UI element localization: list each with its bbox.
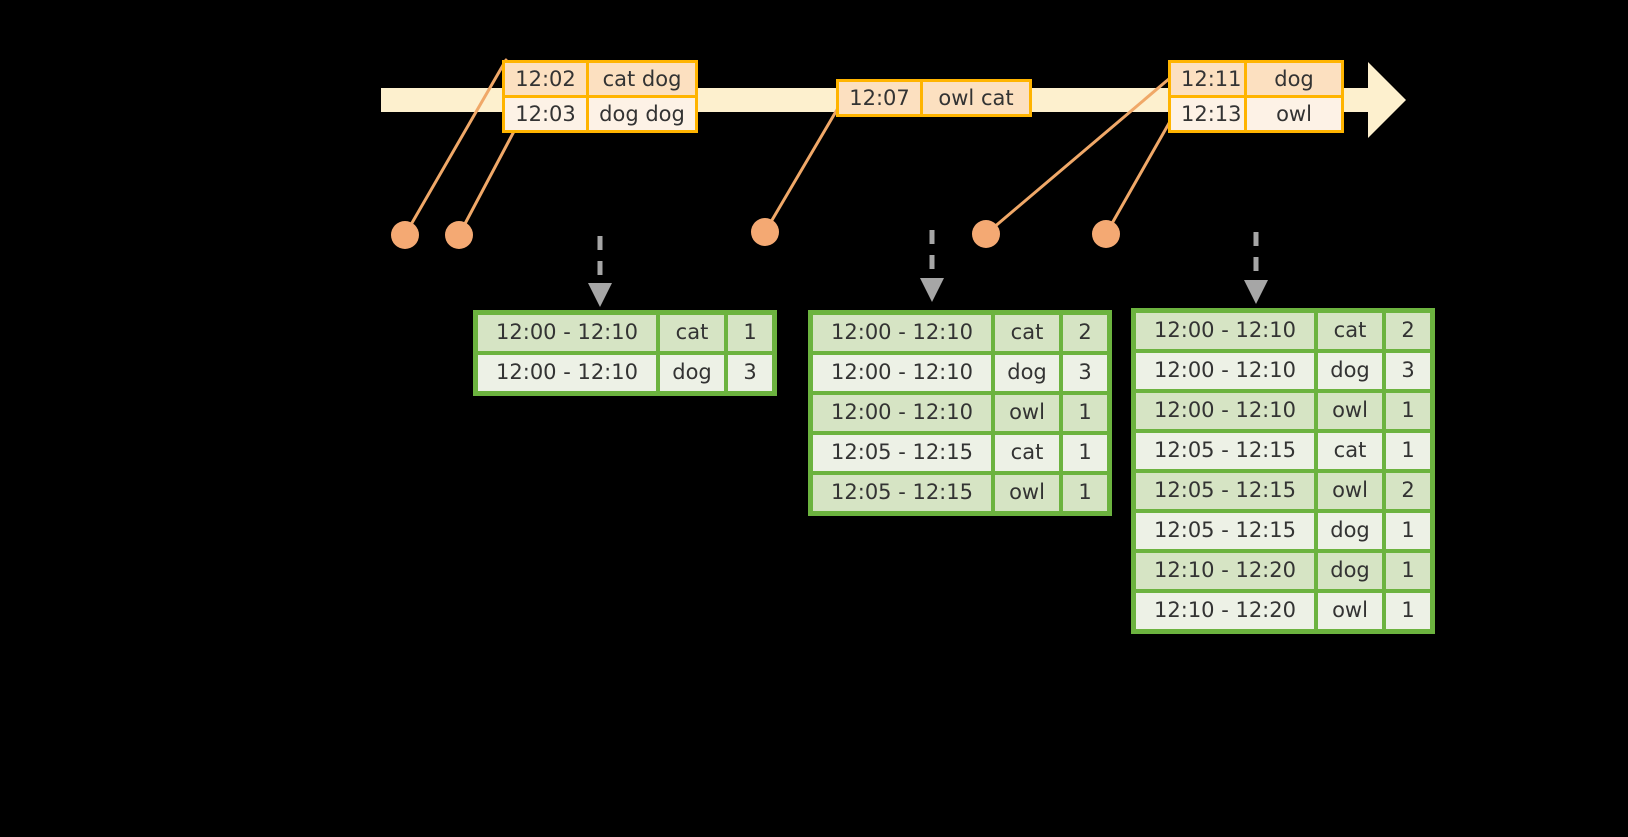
event-row[interactable]: 12:07 owl cat (839, 82, 1029, 114)
cell-window: 12:00 - 12:10 (813, 315, 991, 351)
cell-count: 3 (1063, 355, 1107, 391)
cell-window: 12:05 - 12:15 (1136, 433, 1314, 469)
cell-word: cat (660, 315, 724, 351)
cell-word: owl (1318, 593, 1382, 629)
event-time: 12:07 (839, 82, 923, 114)
event-words: dog dog (589, 98, 695, 130)
cell-count: 3 (728, 355, 772, 391)
cell-count: 2 (1386, 313, 1430, 349)
cell-window: 12:00 - 12:10 (478, 355, 656, 391)
cell-window: 12:10 - 12:20 (1136, 593, 1314, 629)
cell-word: dog (660, 355, 724, 391)
emit-arrow-1 (588, 236, 612, 307)
cell-count: 1 (1063, 435, 1107, 471)
cell-window: 12:00 - 12:10 (1136, 393, 1314, 429)
cell-window: 12:05 - 12:15 (813, 435, 991, 471)
cell-count: 1 (1063, 395, 1107, 431)
cell-word: dog (1318, 353, 1382, 389)
cell-count: 1 (1063, 475, 1107, 511)
event-words: cat dog (589, 63, 695, 95)
emit-arrow-2 (920, 230, 944, 302)
event-row[interactable]: 12:11 dog (1171, 63, 1341, 95)
cell-count: 1 (1386, 593, 1430, 629)
cell-word: owl (1318, 393, 1382, 429)
cell-word: owl (1318, 473, 1382, 509)
cell-count: 1 (1386, 553, 1430, 589)
event-group-1[interactable]: 12:02 cat dog 12:03 dog dog (502, 60, 698, 133)
event-time: 12:11 (1171, 63, 1247, 95)
cell-window: 12:10 - 12:20 (1136, 553, 1314, 589)
cell-word: dog (1318, 513, 1382, 549)
cell-window: 12:00 - 12:10 (1136, 353, 1314, 389)
cell-window: 12:00 - 12:10 (813, 355, 991, 391)
event-group-3[interactable]: 12:11 dog 12:13 owl (1168, 60, 1344, 133)
cell-count: 3 (1386, 353, 1430, 389)
cell-word: dog (995, 355, 1059, 391)
cell-window: 12:00 - 12:10 (1136, 313, 1314, 349)
origin-dot (972, 220, 1000, 248)
event-time: 12:03 (505, 98, 589, 130)
event-words: owl cat (923, 82, 1029, 114)
cell-window: 12:05 - 12:15 (1136, 473, 1314, 509)
cell-word: cat (995, 315, 1059, 351)
event-row[interactable]: 12:02 cat dog (505, 63, 695, 95)
cell-word: cat (1318, 313, 1382, 349)
cell-word: owl (995, 395, 1059, 431)
event-group-2[interactable]: 12:07 owl cat (836, 79, 1032, 117)
emit-arrows (588, 230, 1268, 307)
origin-dot (751, 218, 779, 246)
origin-dot (391, 221, 419, 249)
cell-count: 1 (1386, 393, 1430, 429)
cell-word: owl (995, 475, 1059, 511)
cell-count: 1 (728, 315, 772, 351)
event-words: dog (1247, 63, 1341, 95)
origin-dot (445, 221, 473, 249)
cell-count: 2 (1386, 473, 1430, 509)
event-time: 12:13 (1171, 98, 1247, 130)
cell-window: 12:05 - 12:15 (813, 475, 991, 511)
cell-word: dog (1318, 553, 1382, 589)
event-origin-dots (391, 218, 1120, 249)
cell-window: 12:00 - 12:10 (813, 395, 991, 431)
origin-dot (1092, 220, 1120, 248)
emit-arrow-3 (1244, 232, 1268, 304)
cell-count: 1 (1386, 433, 1430, 469)
event-time: 12:02 (505, 63, 589, 95)
cell-word: cat (1318, 433, 1382, 469)
cell-word: cat (995, 435, 1059, 471)
event-words: owl (1247, 98, 1341, 130)
cell-window: 12:00 - 12:10 (478, 315, 656, 351)
event-row[interactable]: 12:13 owl (1171, 95, 1341, 130)
cell-count: 1 (1386, 513, 1430, 549)
cell-window: 12:05 - 12:15 (1136, 513, 1314, 549)
event-row[interactable]: 12:03 dog dog (505, 95, 695, 130)
cell-count: 2 (1063, 315, 1107, 351)
